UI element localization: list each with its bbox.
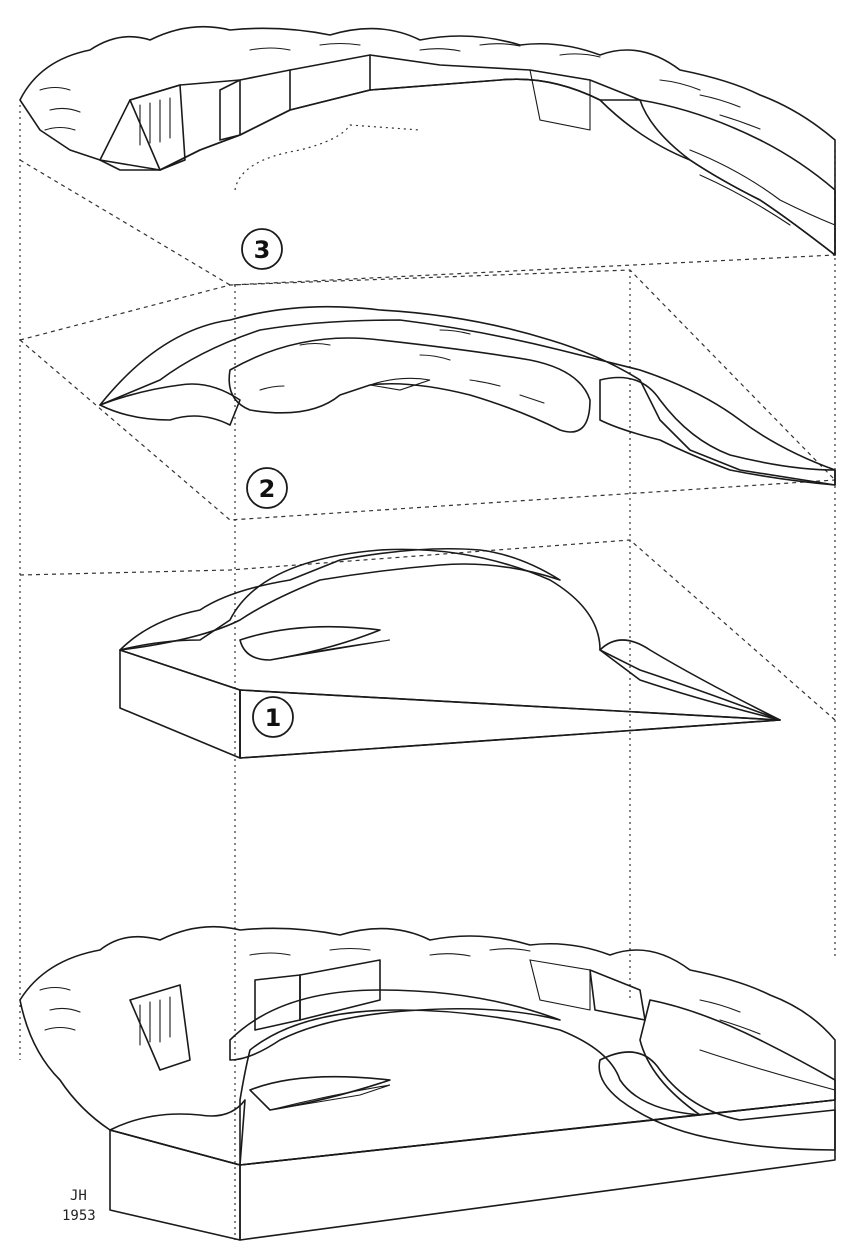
signature-initials: JH (70, 1188, 87, 1204)
stage-2-label: 2 (247, 468, 287, 508)
signature-year: 1953 (62, 1208, 96, 1224)
stage-3-block (20, 27, 835, 285)
stage-1-label: 1 (253, 697, 293, 737)
stage-3-label: 3 (242, 229, 282, 269)
stage-2-block (20, 270, 835, 520)
artist-signature: JH 1953 (62, 1188, 96, 1224)
stage-3-label-text: 3 (254, 236, 271, 264)
stage-1-block (20, 540, 835, 758)
stage-1-label-text: 1 (265, 704, 282, 732)
stage-2-label-text: 2 (259, 475, 276, 503)
combined-block (20, 927, 835, 1240)
